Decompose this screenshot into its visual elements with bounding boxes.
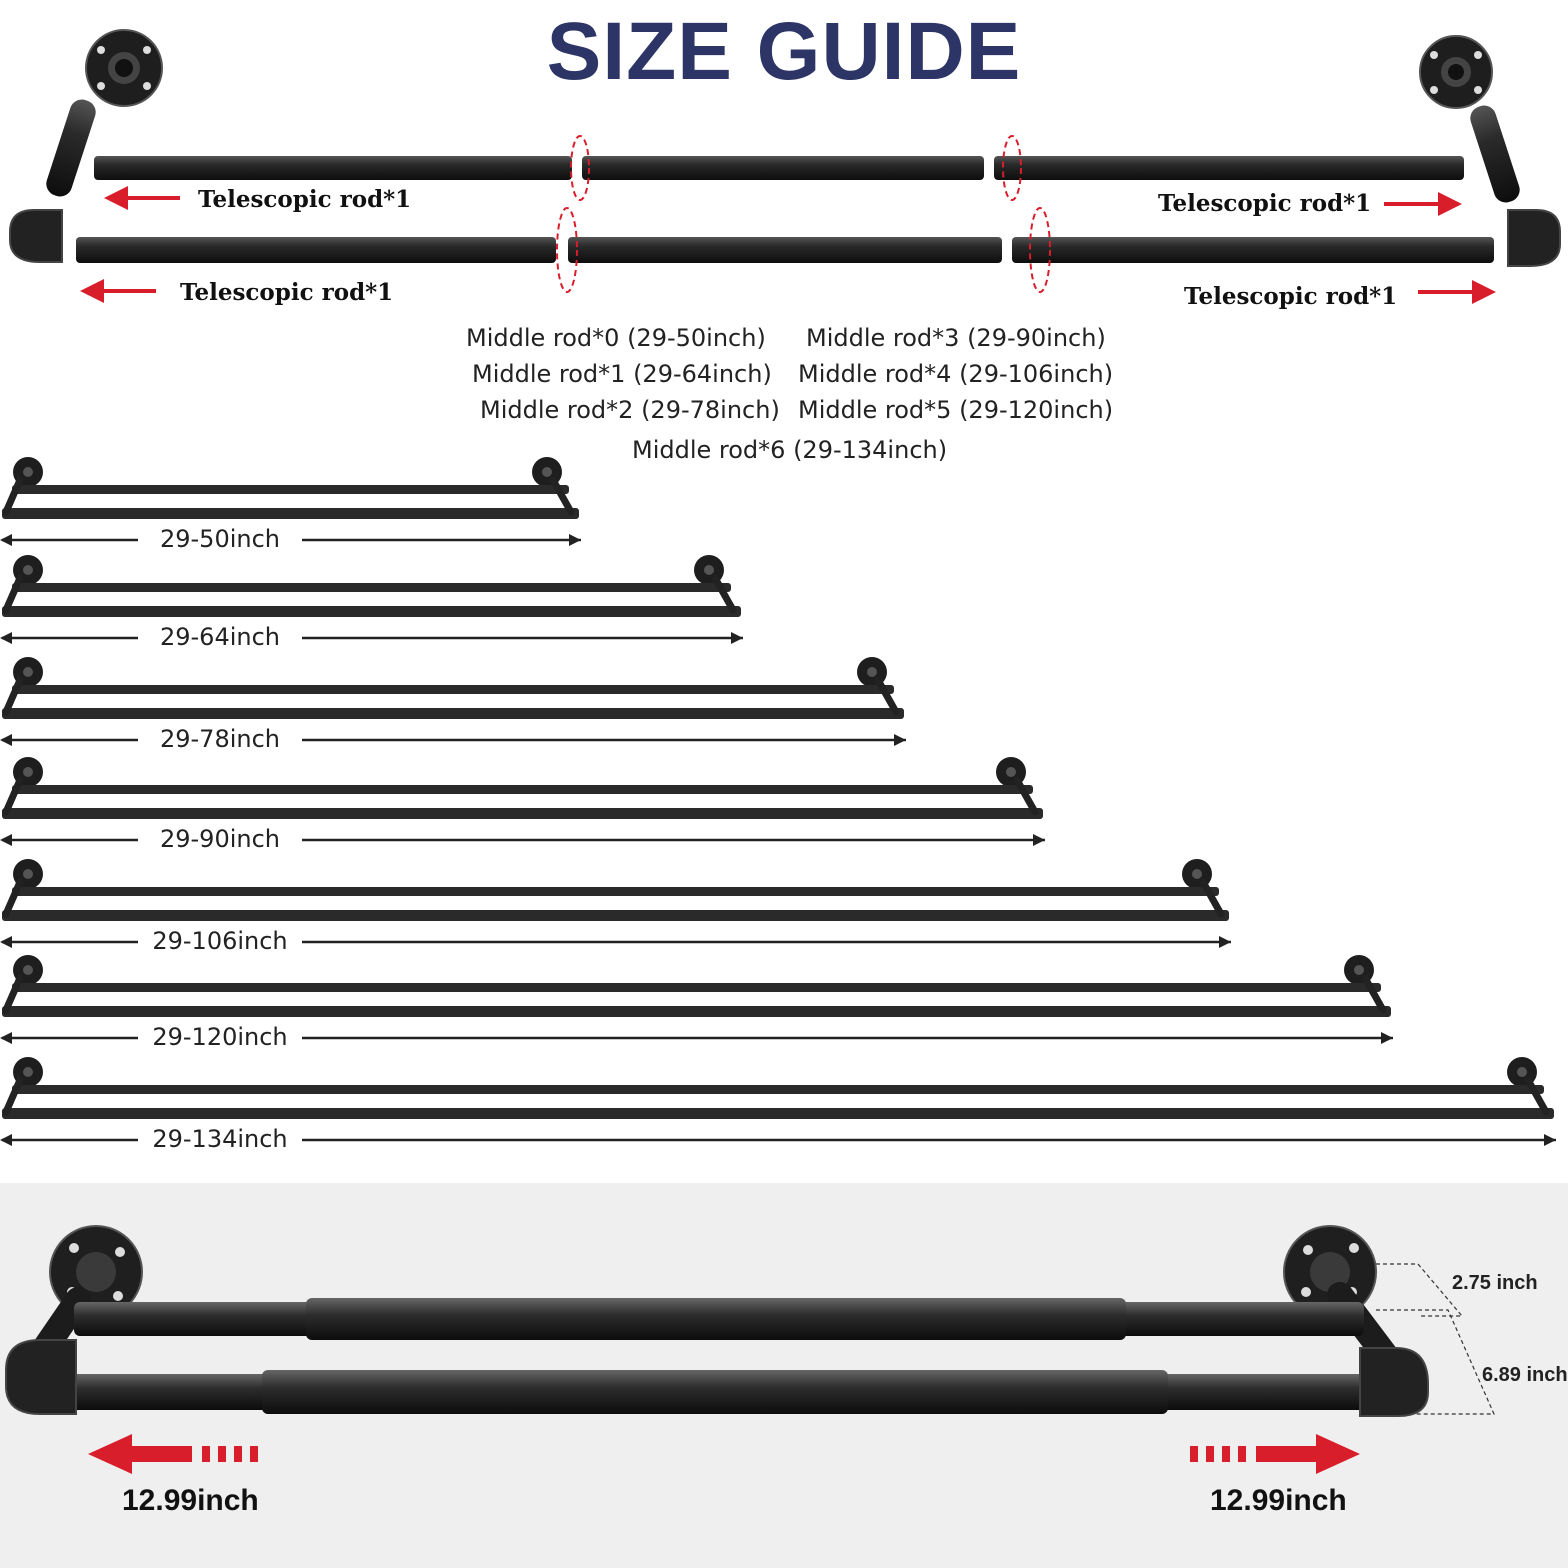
lower-rod (2, 1006, 1391, 1017)
arrow-left-icon (0, 632, 12, 644)
middle-rod-bottom (568, 237, 1002, 263)
right-extension-label: 12.99inch (1210, 1484, 1347, 1517)
assembly-diagram (9, 29, 1561, 304)
upper-rod (12, 485, 569, 494)
size-row-29-134inch (0, 1057, 1556, 1146)
arrow-right-icon (1544, 1134, 1556, 1146)
flange-depth-label: 2.75 inch (1452, 1272, 1538, 1294)
size-row-29-50inch (0, 457, 581, 546)
lower-rod (2, 508, 579, 519)
telescopic-label: Telescopic rod*1 (1184, 283, 1398, 310)
middle-rod-top (582, 156, 984, 180)
arrow-left-icon (0, 534, 12, 546)
size-row-29-106inch (0, 859, 1231, 948)
telescopic-label: Telescopic rod*1 (180, 279, 394, 306)
arrow-left-icon (0, 1032, 12, 1044)
arrow-right-icon (731, 632, 743, 644)
arrow-right-icon (569, 534, 581, 546)
arrow-right-icon (1033, 834, 1045, 846)
elbow-icon-left (9, 209, 63, 263)
red-arrow-icon (80, 186, 1496, 304)
upper-rod (12, 785, 1033, 794)
upper-rod (12, 685, 894, 694)
lower-rod (2, 808, 1043, 819)
upper-rod (12, 1085, 1544, 1094)
size-label: 29-64inch (138, 623, 302, 651)
dimension-guides (1376, 1263, 1495, 1415)
size-label: 29-120inch (138, 1023, 302, 1051)
flange-icon-left (46, 29, 163, 197)
lower-rod (2, 708, 904, 719)
size-row-29-90inch (0, 757, 1045, 846)
lower-rod (2, 1108, 1554, 1119)
upper-rod (12, 583, 731, 592)
arrow-right-icon (1219, 936, 1231, 948)
arrow-right-icon (1381, 1032, 1393, 1044)
arrow-left-icon (0, 734, 12, 746)
size-label: 29-134inch (138, 1125, 302, 1153)
middle-rod-option: Middle rod*0 (29-50inch) (466, 324, 766, 352)
size-label: 29-50inch (138, 525, 302, 553)
rotate-icon (556, 135, 1051, 293)
arrow-left-icon (0, 834, 12, 846)
telescopic-rod-top-right (994, 156, 1464, 180)
telescopic-label: Telescopic rod*1 (1158, 190, 1372, 217)
left-extension-label: 12.99inch (122, 1484, 259, 1517)
middle-rod-option: Middle rod*4 (29-106inch) (798, 360, 1114, 388)
rack-depth-label: 6.89 inch (1482, 1364, 1568, 1386)
upper-rod (12, 983, 1381, 992)
size-row-29-78inch (0, 657, 906, 746)
lower-rod (2, 910, 1229, 921)
size-comparison (0, 457, 1556, 1146)
lower-rod (2, 606, 741, 617)
middle-rod-option: Middle rod*5 (29-120inch) (798, 396, 1114, 424)
middle-rod-option: Middle rod*3 (29-90inch) (806, 324, 1106, 352)
telescopic-label: Telescopic rod*1 (198, 186, 412, 213)
size-row-29-120inch (0, 955, 1393, 1044)
size-label: 29-90inch (138, 825, 302, 853)
middle-rod-option: Middle rod*1 (29-64inch) (472, 360, 772, 388)
arrow-left-icon (0, 936, 12, 948)
size-label: 29-106inch (138, 927, 302, 955)
telescopic-rod-bottom-right (1012, 237, 1494, 263)
telescopic-rod-bottom-left (76, 237, 556, 263)
upper-rod (12, 887, 1219, 896)
middle-rod-option: Middle rod*6 (29-134inch) (632, 436, 948, 464)
page-title: SIZE GUIDE (546, 6, 1022, 97)
flange-icon-right (1419, 35, 1520, 203)
telescopic-rod-top-left (94, 156, 572, 180)
elbow-icon-right (1507, 209, 1561, 267)
middle-rod-option: Middle rod*2 (29-78inch) (480, 396, 780, 424)
size-label: 29-78inch (138, 725, 302, 753)
size-row-29-64inch (0, 555, 743, 644)
red-arrow-icon (88, 1434, 1360, 1474)
arrow-right-icon (894, 734, 906, 746)
arrow-left-icon (0, 1134, 12, 1146)
